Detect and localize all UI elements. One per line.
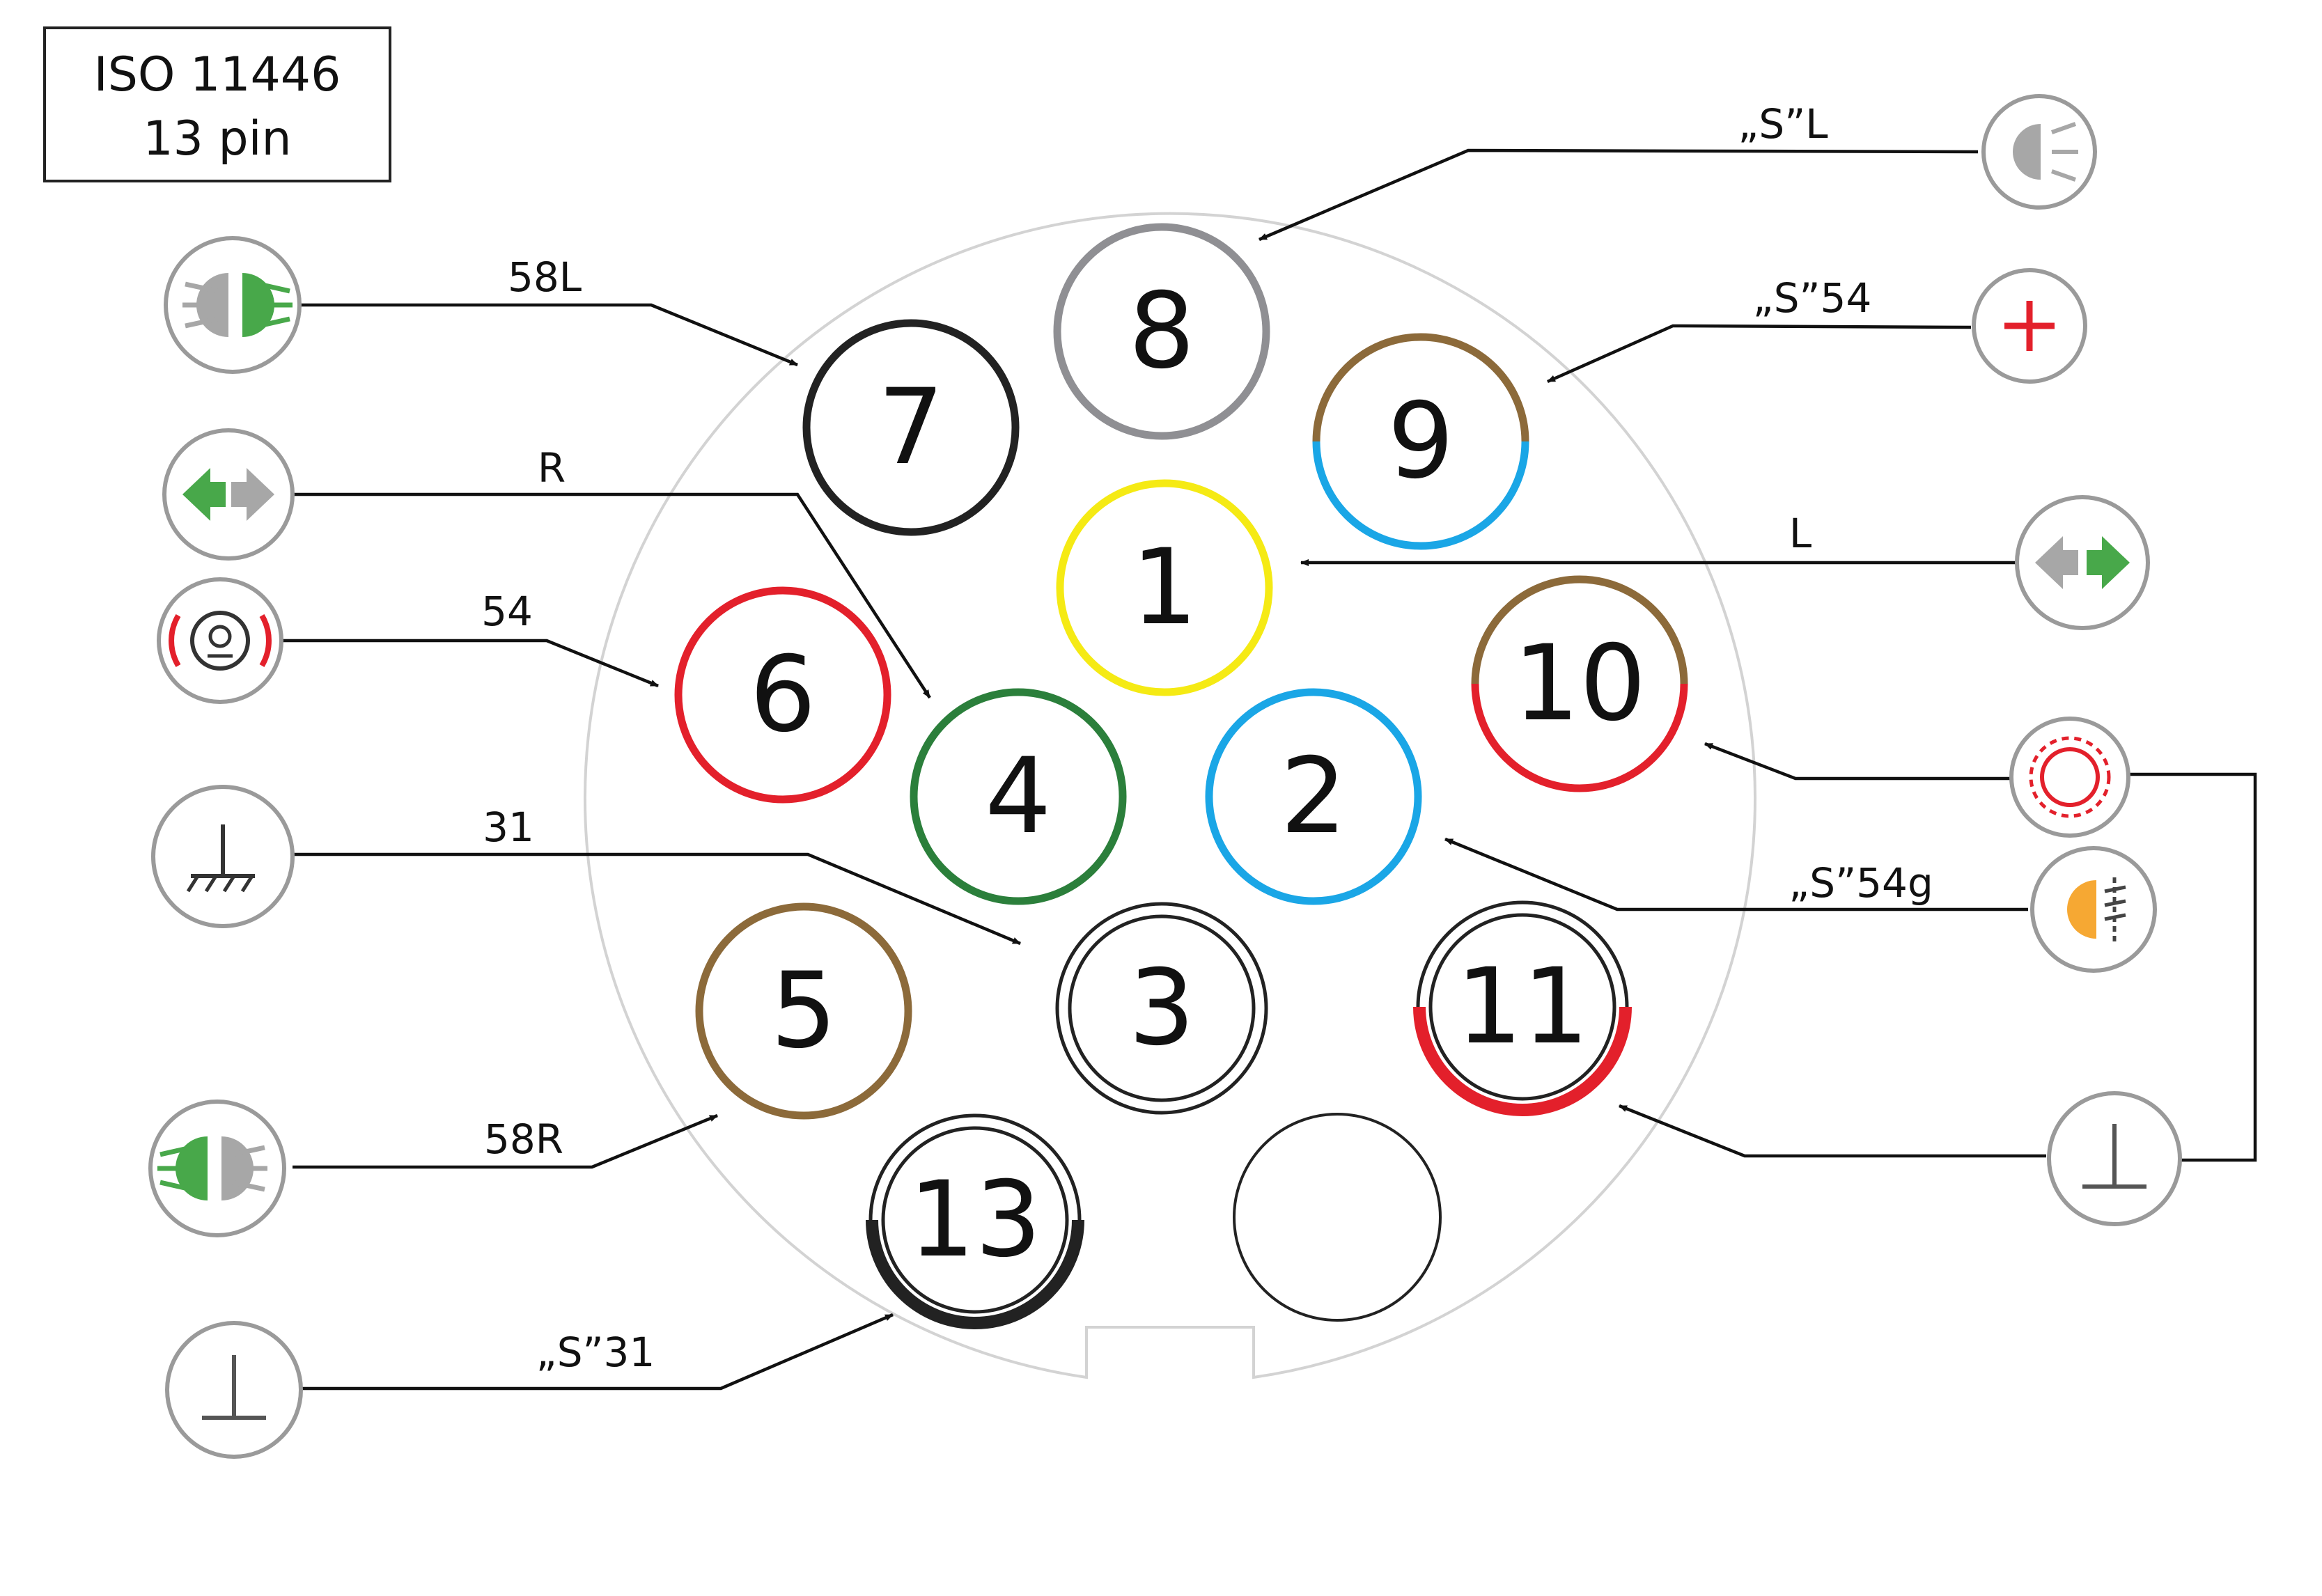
label-l: L	[1789, 510, 1811, 557]
right-indicator-icon	[162, 428, 295, 561]
pin-8: 8	[1053, 223, 1270, 440]
pin-10-number: 10	[1513, 623, 1646, 744]
sensor-icon	[2009, 717, 2130, 838]
title-line-1: ISO 11446	[94, 47, 341, 102]
label-s54: „S”54	[1753, 274, 1872, 322]
wire-sl	[1259, 148, 1979, 242]
wire-10	[1704, 742, 2011, 781]
pin-1: 1	[1056, 479, 1273, 696]
pin-6: 6	[674, 586, 891, 804]
pin-7: 7	[802, 319, 1020, 536]
left-position-lamp-icon	[164, 236, 302, 374]
pin-1-number: 1	[1131, 527, 1197, 648]
left-indicator-icon	[2015, 495, 2150, 630]
wire-31	[293, 852, 1021, 946]
label-s31: „S”31	[536, 1329, 655, 1376]
power-supply-icon	[1972, 268, 2087, 384]
label-54: 54	[481, 588, 533, 635]
ground-return-icon	[165, 1321, 303, 1459]
pin-9: 9	[1312, 333, 1529, 550]
wire-11	[1619, 1104, 2046, 1158]
wire-s54	[1547, 324, 1972, 384]
pin-9-number: 9	[1387, 381, 1454, 502]
title-box: ISO 11446 13 pin	[43, 26, 391, 182]
wire-58r	[293, 1113, 718, 1169]
pin-11: 11	[1413, 900, 1632, 1116]
brake-light-icon	[157, 577, 283, 704]
pin-13-number: 13	[909, 1159, 1042, 1281]
wire-s31	[301, 1313, 894, 1391]
pin-4: 4	[910, 688, 1127, 905]
pin-10: 10	[1471, 575, 1688, 792]
pins: 8 7 9 1 6 4 2	[674, 223, 1688, 1329]
rear-fog-lamp-icon	[2030, 846, 2157, 973]
wires	[282, 148, 2257, 1391]
wire-labels: 58L R 54 31 58R „S”31 „S”L „S”54 L „S”54…	[481, 100, 1933, 1376]
pin-3: 3	[1055, 902, 1268, 1115]
reversing-lamp-icon	[1981, 94, 2097, 210]
label-sl: „S”L	[1738, 100, 1828, 148]
pin-11-number: 11	[1456, 946, 1589, 1067]
pin-7-number: 7	[878, 367, 944, 488]
right-position-lamp-icon	[148, 1100, 286, 1237]
pin-4-number: 4	[985, 736, 1051, 857]
label-58l: 58L	[508, 253, 582, 301]
ground-icon	[151, 785, 295, 928]
label-s54g: „S”54g	[1789, 859, 1933, 907]
pin-2: 2	[1205, 688, 1422, 905]
pin-13: 13	[866, 1113, 1084, 1329]
pin-5: 5	[695, 902, 912, 1120]
wire-s54g	[1444, 837, 2028, 912]
wire-58l	[301, 303, 798, 367]
label-r: R	[538, 444, 566, 492]
pin-5-number: 5	[770, 950, 836, 1072]
pin-12-empty	[1233, 1113, 1442, 1322]
wire-ground-bridge	[2128, 772, 2257, 1162]
wire-54	[282, 639, 659, 688]
label-58r: 58R	[484, 1116, 563, 1163]
pin-3-number: 3	[1128, 948, 1194, 1069]
ground-icon-pin-11	[2047, 1091, 2182, 1226]
label-31: 31	[483, 804, 534, 851]
pin-2-number: 2	[1280, 736, 1346, 857]
wire-r	[293, 492, 931, 699]
title-line-2: 13 pin	[143, 111, 291, 166]
pin-8-number: 8	[1128, 271, 1194, 392]
pin-6-number: 6	[749, 634, 816, 756]
icons	[148, 94, 2182, 1459]
